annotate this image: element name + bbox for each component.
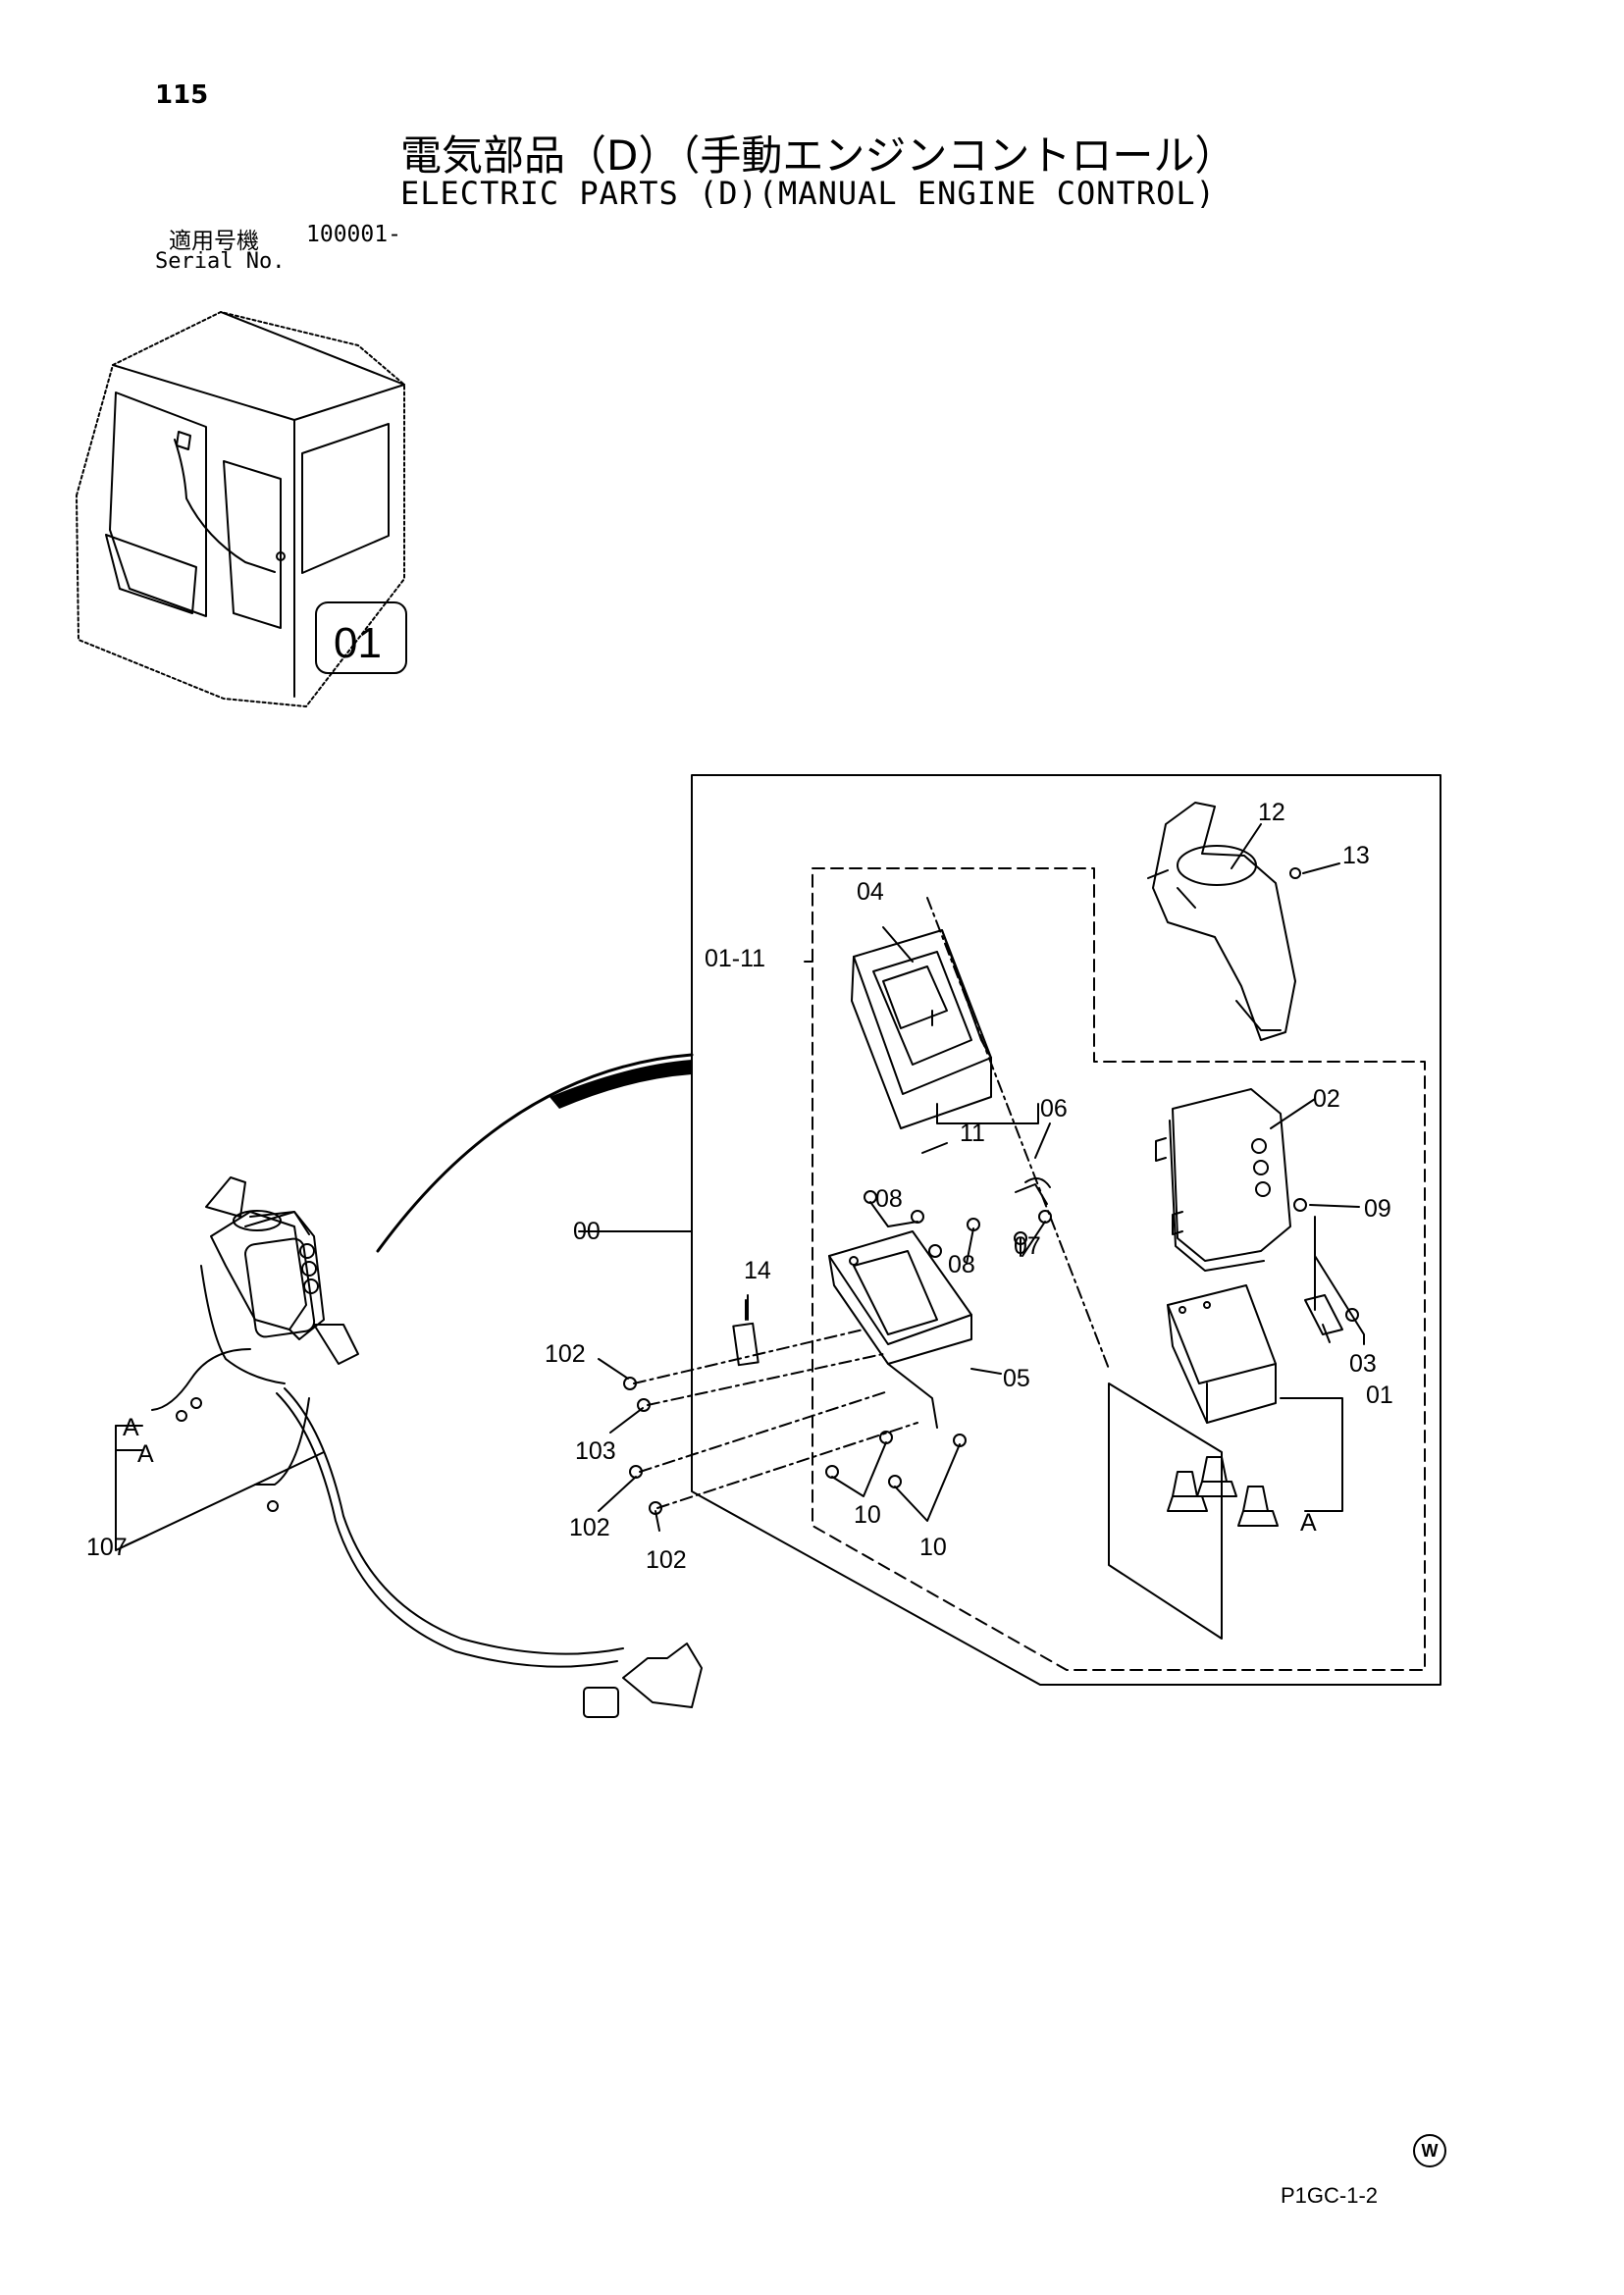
serial-number-value: 100001- [306,222,401,247]
callout-04: 04 [857,878,884,906]
leader-lines [578,823,1360,1532]
callout-11: 11 [960,1120,985,1147]
cab-icon-label: 01 [334,619,382,667]
page-number: 115 [155,80,209,110]
serial-label-english: Serial No. [155,249,286,274]
callout-ref-a1: A [123,1414,139,1441]
part-03-bracket [1304,1216,1359,1335]
part-04-controller [851,929,992,1129]
callout-08a: 08 [875,1185,903,1213]
title-english: ELECTRIC PARTS (D)(MANUAL ENGINE CONTROL… [400,175,1216,212]
callout-102b: 102 [569,1514,610,1541]
harness-assembly [151,1176,703,1718]
callout-10b: 10 [919,1534,947,1561]
callout-00: 00 [573,1218,601,1245]
callout-01-11: 01-11 [705,945,765,972]
part-02-switch-panel [1155,1088,1291,1272]
footer-page-code: P1GC-1-2 [1281,2183,1379,2208]
callout-ref-a3: A [1300,1509,1317,1537]
callout-09: 09 [1364,1195,1391,1223]
alignment-lines [633,897,1110,1509]
callout-05: 05 [1003,1365,1030,1392]
title-japanese: 電気部品（D）（手動エンジンコントロール） [400,131,1236,180]
callout-14: 14 [744,1257,771,1284]
switch-knobs [1167,1456,1279,1527]
callout-13: 13 [1342,842,1370,869]
callout-ref-a2: A [137,1440,154,1468]
callout-01: 01 [1366,1382,1393,1409]
callout-03: 03 [1349,1350,1377,1378]
module-frame [1108,1382,1223,1640]
serial-label-japanese: 適用号機 [169,229,259,254]
watermark-w-symbol: W [1413,2134,1446,2167]
callout-107: 107 [86,1534,128,1561]
callout-08b: 08 [948,1251,975,1278]
part-12-knob-housing [1147,802,1296,1041]
part-14-clip [732,1322,760,1367]
part-01-module [1167,1284,1277,1424]
sub-assembly-frame [812,867,1426,1671]
callout-102a: 102 [545,1340,586,1368]
assembly-frame [691,774,1441,1686]
assembly-pointer-arc [376,1053,694,1253]
callout-07: 07 [1014,1232,1041,1260]
callout-103: 103 [575,1437,616,1465]
cab-outline-illustration [76,311,407,707]
part-05-bracket [828,1230,972,1429]
callout-06: 06 [1040,1095,1068,1122]
callout-02: 02 [1313,1085,1340,1113]
callout-12: 12 [1258,799,1285,826]
callout-102c: 102 [646,1546,687,1574]
callout-10a: 10 [854,1501,881,1529]
